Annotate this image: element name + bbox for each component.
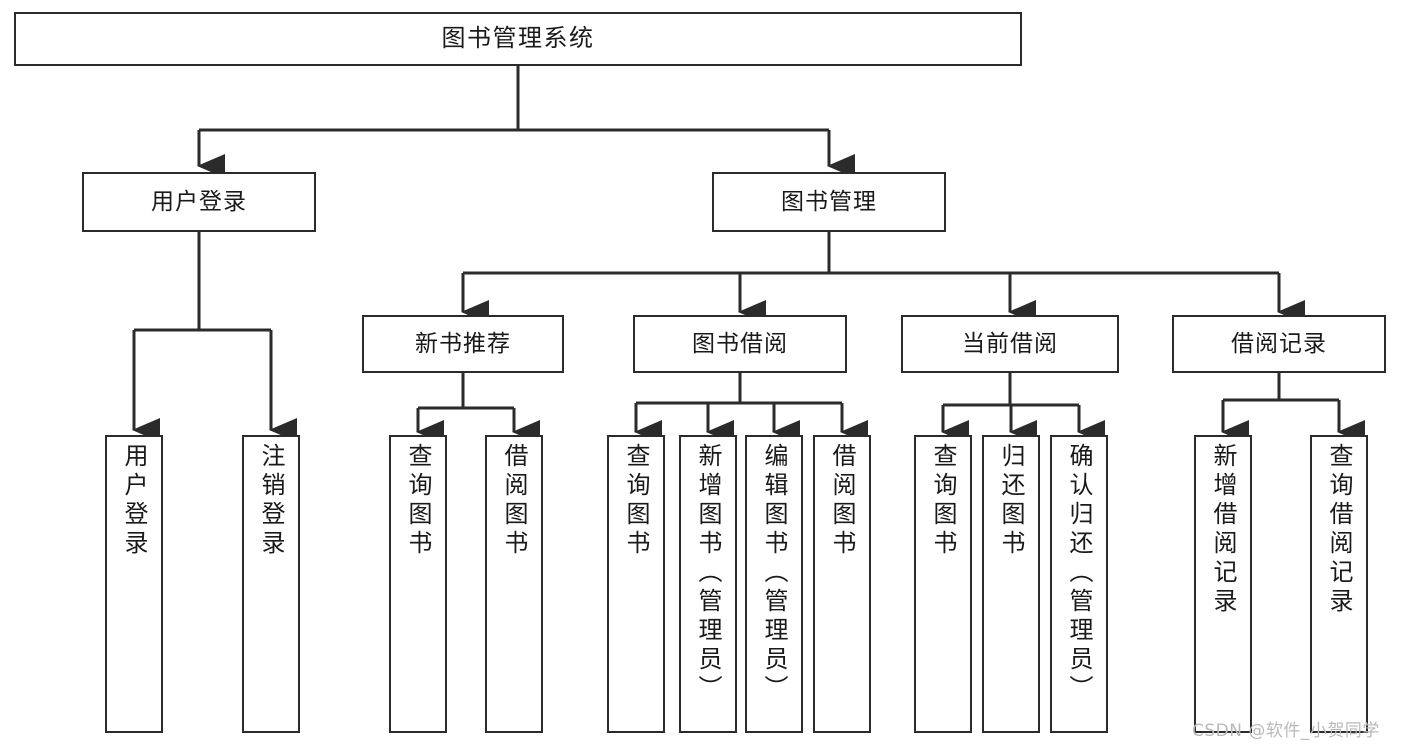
node-book-management[interactable]: 图书管理 xyxy=(712,172,946,232)
leaf-borrow-edit-book-admin[interactable]: 编辑图书（管理员） xyxy=(745,435,803,733)
leaf-record-query[interactable]: 查询借阅记录 xyxy=(1310,435,1368,733)
node-label: 借阅图书 xyxy=(828,443,856,559)
node-borrow-record[interactable]: 借阅记录 xyxy=(1172,315,1386,373)
node-label: 新增借阅记录 xyxy=(1209,443,1237,617)
node-book-borrow[interactable]: 图书借阅 xyxy=(633,315,847,373)
node-label: 借阅记录 xyxy=(1231,330,1327,357)
leaf-borrow-query-book[interactable]: 查询图书 xyxy=(607,435,665,733)
node-label: 查询图书 xyxy=(929,443,957,559)
node-label: 查询图书 xyxy=(404,443,432,559)
csdn-watermark: CSDN @软件_小贺同学 xyxy=(1192,721,1380,741)
leaf-record-add[interactable]: 新增借阅记录 xyxy=(1194,435,1252,733)
node-user-login[interactable]: 用户登录 xyxy=(82,172,316,232)
node-label: 查询图书 xyxy=(622,443,650,559)
leaf-current-return-book[interactable]: 归还图书 xyxy=(982,435,1040,733)
node-label: 新增图书（管理员） xyxy=(694,443,722,704)
leaf-current-confirm-return-admin[interactable]: 确认归还（管理员） xyxy=(1050,435,1108,733)
node-label: 图书借阅 xyxy=(692,330,788,357)
leaf-user-login-logout[interactable]: 注销登录 xyxy=(242,435,300,733)
leaf-new-book-query[interactable]: 查询图书 xyxy=(389,435,447,733)
node-label: 确认归还（管理员） xyxy=(1065,443,1093,704)
node-label: 查询借阅记录 xyxy=(1325,443,1353,617)
node-label: 图书管理系统 xyxy=(441,24,595,53)
node-label: 图书管理 xyxy=(781,188,877,215)
node-new-book-recommend[interactable]: 新书推荐 xyxy=(362,315,564,373)
leaf-borrow-add-book-admin[interactable]: 新增图书（管理员） xyxy=(679,435,737,733)
node-label: 编辑图书（管理员） xyxy=(760,443,788,704)
node-current-borrow[interactable]: 当前借阅 xyxy=(901,315,1119,373)
node-label: 新书推荐 xyxy=(415,330,511,357)
node-root-system[interactable]: 图书管理系统 xyxy=(14,12,1022,66)
node-label: 当前借阅 xyxy=(962,330,1058,357)
node-label: 注销登录 xyxy=(257,443,285,559)
leaf-borrow-borrow-book[interactable]: 借阅图书 xyxy=(813,435,871,733)
leaf-new-book-borrow[interactable]: 借阅图书 xyxy=(485,435,543,733)
node-label: 用户登录 xyxy=(120,443,148,559)
node-label: 用户登录 xyxy=(151,188,247,215)
node-label: 归还图书 xyxy=(997,443,1025,559)
leaf-user-login-login[interactable]: 用户登录 xyxy=(105,435,163,733)
leaf-current-query-book[interactable]: 查询图书 xyxy=(914,435,972,733)
node-label: 借阅图书 xyxy=(500,443,528,559)
